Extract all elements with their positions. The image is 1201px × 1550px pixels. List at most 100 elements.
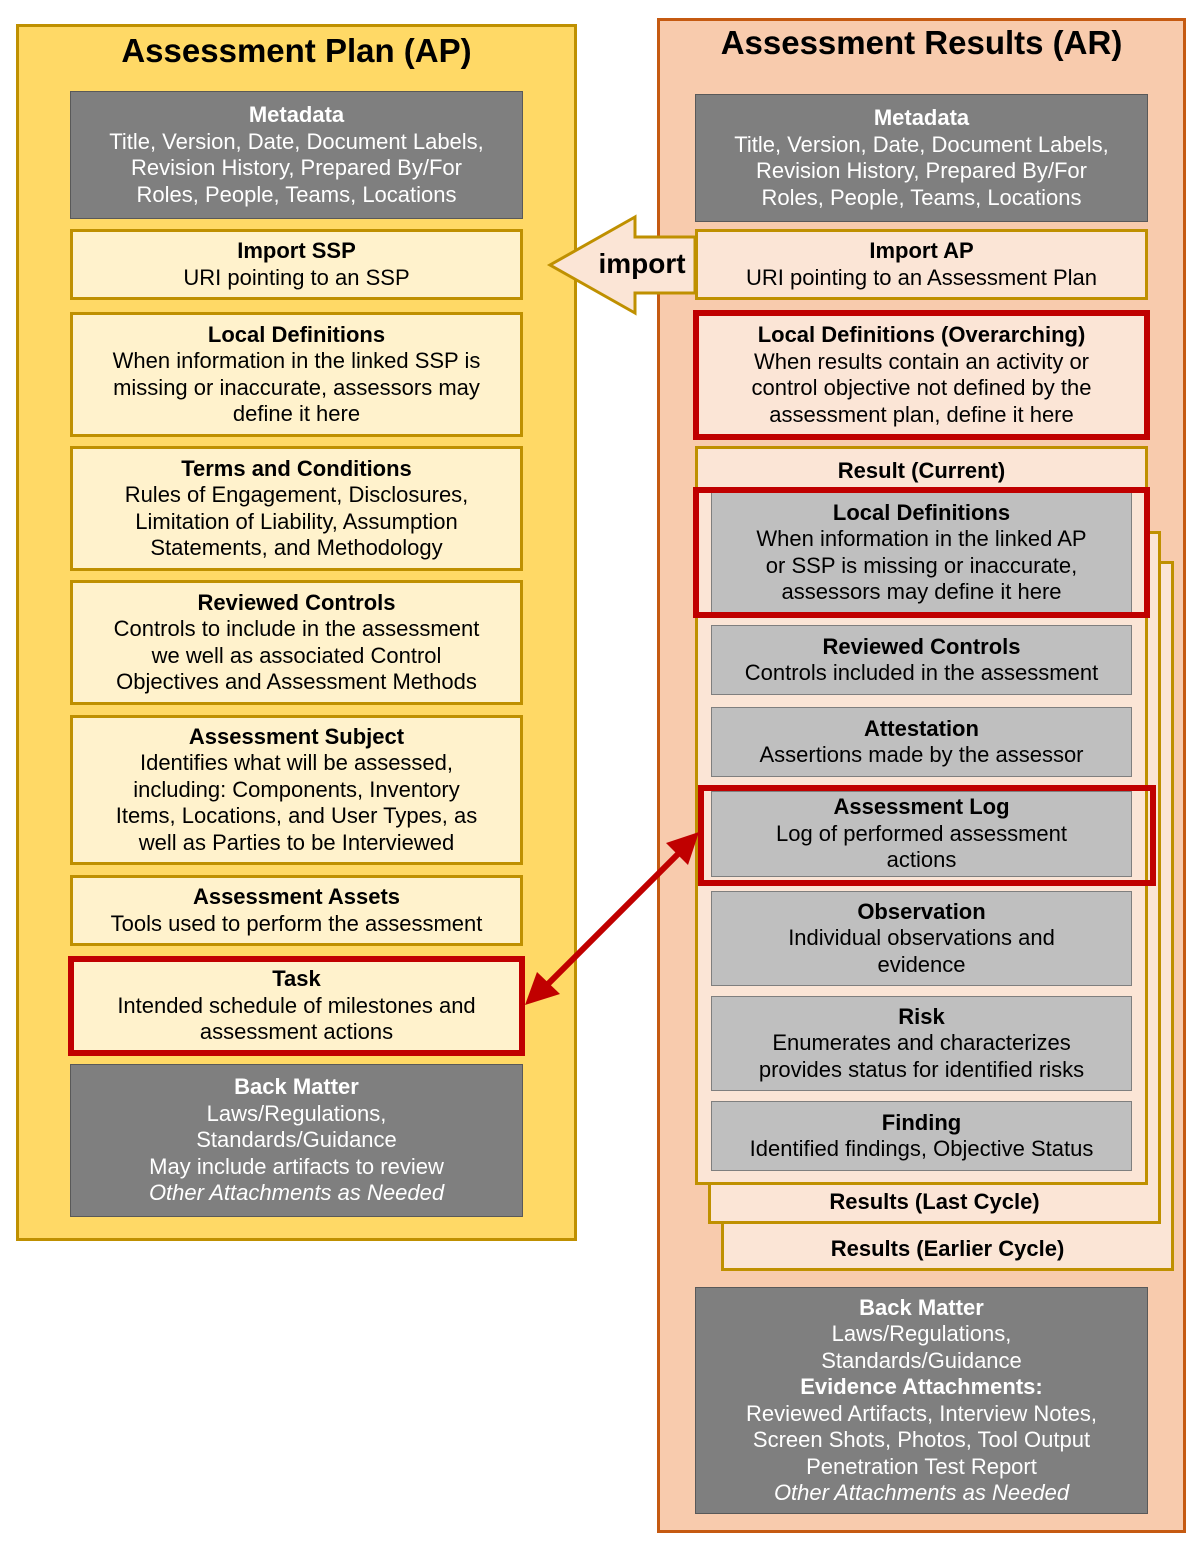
- ar-import-ap-line: URI pointing to an Assessment Plan: [746, 264, 1097, 290]
- ap-back-matter: Back Matter Laws/Regulations, Standards/…: [70, 1064, 523, 1217]
- ar-local-definitions-overarching-line: control objective not defined by the: [751, 375, 1092, 400]
- ar-result-observation-line: evidence: [877, 951, 966, 977]
- ar-title: Assessment Results (AR): [720, 24, 1123, 61]
- ar-result-risk: Risk Enumerates and characterizes provid…: [711, 996, 1132, 1091]
- ap-reviewed-controls-line: we well as associated Control: [151, 642, 442, 668]
- ar-result-risk-line: Enumerates and characterizes: [772, 1030, 1071, 1056]
- ap-subject-line: Identifies what will be assessed,: [139, 750, 454, 776]
- ap-local-definitions: Local Definitions When information in th…: [70, 312, 523, 437]
- ar-import-ap: Import AP URI pointing to an Assessment …: [695, 229, 1148, 300]
- ap-local-definitions-title: Local Definitions: [207, 321, 386, 347]
- ar-metadata-title: Metadata: [873, 105, 970, 130]
- ap-import-ssp-line: URI pointing to an SSP: [183, 264, 410, 290]
- ap-terms-line: Statements, and Methodology: [150, 535, 443, 560]
- ar-back-matter-bold: Evidence Attachments:: [800, 1374, 1043, 1399]
- import-arrow: [546, 214, 697, 316]
- ar-result-risk-title: Risk: [898, 1003, 945, 1029]
- ap-local-definitions-line: When information in the linked SSP is: [112, 348, 481, 373]
- task-log-arrowhead-right: [666, 832, 699, 865]
- ap-task-line: Intended schedule of milestones and: [117, 992, 476, 1018]
- ar-result-attestation-title: Attestation: [864, 715, 979, 741]
- ar-result-reviewed-controls-title: Reviewed Controls: [822, 633, 1021, 659]
- ar-result-risk-line: provides status for identified risks: [758, 1056, 1085, 1082]
- ap-subject-line: including: Components, Inventory: [133, 776, 460, 802]
- ar-import-ap-title: Import AP: [869, 238, 974, 263]
- ar-back-matter-italic: Other Attachments as Needed: [773, 1480, 1070, 1505]
- ap-metadata-title: Metadata: [248, 102, 345, 127]
- ap-import-ssp: Import SSP URI pointing to an SSP: [70, 229, 523, 300]
- ap-metadata-line: Roles, People, Teams, Locations: [136, 181, 457, 207]
- ap-back-matter-line: May include artifacts to review: [149, 1153, 444, 1179]
- ar-local-definitions-overarching-line: When results contain an activity or: [753, 348, 1090, 374]
- import-arrow-shape: [546, 214, 697, 316]
- ap-terms-and-conditions: Terms and Conditions Rules of Engagement…: [70, 446, 523, 571]
- ap-terms-line: Rules of Engagement, Disclosures,: [124, 482, 469, 507]
- ap-terms-title: Terms and Conditions: [181, 455, 412, 481]
- ar-result-observation-line: Individual observations and: [788, 925, 1055, 951]
- import-arrow-label: import: [598, 248, 686, 279]
- ap-back-matter-title: Back Matter: [234, 1074, 359, 1100]
- ar-result-local-definitions-line: or SSP is missing or inaccurate,: [765, 552, 1078, 578]
- ap-metadata-line: Title, Version, Date, Document Labels,: [109, 128, 484, 154]
- ap-task-line: assessment actions: [199, 1019, 394, 1045]
- ar-result-observation-title: Observation: [857, 898, 986, 924]
- ar-metadata-line: Title, Version, Date, Document Labels,: [734, 131, 1109, 157]
- ar-back-matter-title: Back Matter: [859, 1294, 984, 1320]
- ap-reviewed-controls: Reviewed Controls Controls to include in…: [70, 580, 523, 705]
- ar-result-observation: Observation Individual observations and …: [711, 891, 1132, 986]
- ar-back-matter-line: Screen Shots, Photos, Tool Output: [752, 1427, 1091, 1452]
- ar-result-reviewed-controls: Reviewed Controls Controls included in t…: [711, 625, 1132, 695]
- ap-reviewed-controls-line: Controls to include in the assessment: [113, 616, 480, 641]
- ar-result-finding: Finding Identified findings, Objective S…: [711, 1101, 1132, 1171]
- task-log-connector-line: [544, 850, 682, 988]
- ar-result-local-definitions-line: assessors may define it here: [781, 579, 1062, 604]
- result-current-label: Result (Current): [837, 458, 1006, 483]
- ar-result-local-definitions-line: When information in the linked AP: [756, 526, 1087, 551]
- ap-title: Assessment Plan (AP): [121, 32, 472, 69]
- ar-back-matter-line: Laws/Regulations,: [831, 1321, 1012, 1346]
- ar-back-matter-line: Penetration Test Report: [806, 1453, 1037, 1479]
- ar-result-local-definitions-highlight: [693, 487, 1150, 618]
- ar-back-matter-line: Standards/Guidance: [821, 1347, 1022, 1373]
- ar-result-local-definitions: Local Definitions When information in th…: [711, 492, 1132, 613]
- ap-back-matter-line: Standards/Guidance: [196, 1127, 397, 1153]
- ar-metadata-line: Roles, People, Teams, Locations: [761, 184, 1082, 210]
- ar-local-definitions-overarching-line: assessment plan, define it here: [769, 401, 1074, 427]
- ap-subject-line: well as Parties to be Interviewed: [138, 829, 455, 855]
- ar-result-assessment-log: Assessment Log Log of performed assessme…: [711, 791, 1132, 877]
- ar-result-reviewed-controls-line: Controls included in the assessment: [744, 660, 1099, 685]
- ap-task: Task Intended schedule of milestones and…: [68, 956, 525, 1056]
- ap-import-ssp-title: Import SSP: [237, 238, 356, 263]
- ar-local-definitions-overarching: Local Definitions (Overarching) When res…: [693, 310, 1150, 440]
- results-earlier-cycle-label: Results (Earlier Cycle): [830, 1236, 1065, 1261]
- ar-local-definitions-overarching-title: Local Definitions (Overarching): [757, 322, 1086, 347]
- ap-back-matter-line: Laws/Regulations,: [206, 1100, 387, 1126]
- ap-metadata: Metadata Title, Version, Date, Document …: [70, 91, 523, 219]
- ap-assets-title: Assessment Assets: [192, 884, 401, 909]
- ap-back-matter-italic: Other Attachments as Needed: [148, 1180, 445, 1206]
- ar-back-matter-line: Reviewed Artifacts, Interview Notes,: [746, 1400, 1097, 1426]
- ar-metadata-line: Revision History, Prepared By/For: [756, 158, 1087, 183]
- ar-result-local-definitions-title: Local Definitions: [832, 499, 1011, 525]
- ap-reviewed-controls-title: Reviewed Controls: [197, 589, 396, 615]
- results-last-cycle-label: Results (Last Cycle): [829, 1189, 1040, 1214]
- ar-result-finding-title: Finding: [881, 1109, 962, 1135]
- ap-subject-line: Items, Locations, and User Types, as: [115, 803, 478, 829]
- ap-terms-line: Limitation of Liability, Assumption: [135, 508, 458, 534]
- ar-result-assessment-log-line: actions: [886, 847, 957, 873]
- ap-local-definitions-line: define it here: [232, 401, 361, 426]
- ap-assessment-subject: Assessment Subject Identifies what will …: [70, 715, 523, 865]
- task-log-arrowhead-left: [525, 972, 560, 1005]
- ap-metadata-line: Revision History, Prepared By/For: [131, 155, 462, 180]
- ar-metadata: Metadata Title, Version, Date, Document …: [695, 94, 1148, 222]
- ar-result-finding-line: Identified findings, Objective Status: [749, 1136, 1094, 1161]
- ap-subject-title: Assessment Subject: [188, 723, 405, 749]
- ar-result-assessment-log-line: Log of performed assessment: [775, 820, 1068, 846]
- ar-result-assessment-log-highlight: [698, 785, 1156, 886]
- ar-result-attestation-line: Assertions made by the assessor: [759, 742, 1084, 767]
- ap-local-definitions-line: missing or inaccurate, assessors may: [113, 374, 480, 400]
- ar-result-attestation: Attestation Assertions made by the asses…: [711, 707, 1132, 777]
- ap-task-title: Task: [272, 966, 321, 992]
- ap-assessment-assets: Assessment Assets Tools used to perform …: [70, 875, 523, 946]
